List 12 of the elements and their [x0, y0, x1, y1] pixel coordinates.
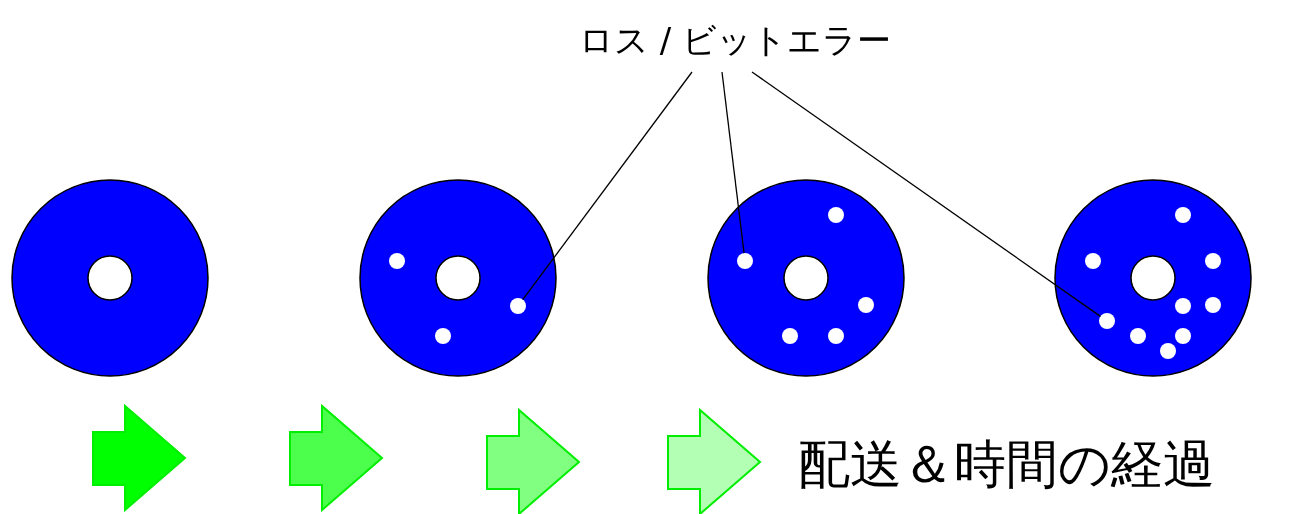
error-dot: [737, 253, 753, 269]
caption-text: 配送＆時間の経過: [798, 433, 1215, 496]
leader-line: [721, 71, 745, 254]
leader-line: [751, 71, 1102, 318]
disc-drawing: [11, 179, 209, 377]
disc-drawing: [707, 179, 905, 377]
error-dot: [510, 298, 526, 314]
leader-line: [522, 71, 693, 301]
callout-label: ロス / ビットエラー: [578, 20, 892, 60]
disc-drawing: [1054, 179, 1252, 377]
error-dot: [1099, 313, 1115, 329]
disc-drawing: [359, 179, 557, 377]
